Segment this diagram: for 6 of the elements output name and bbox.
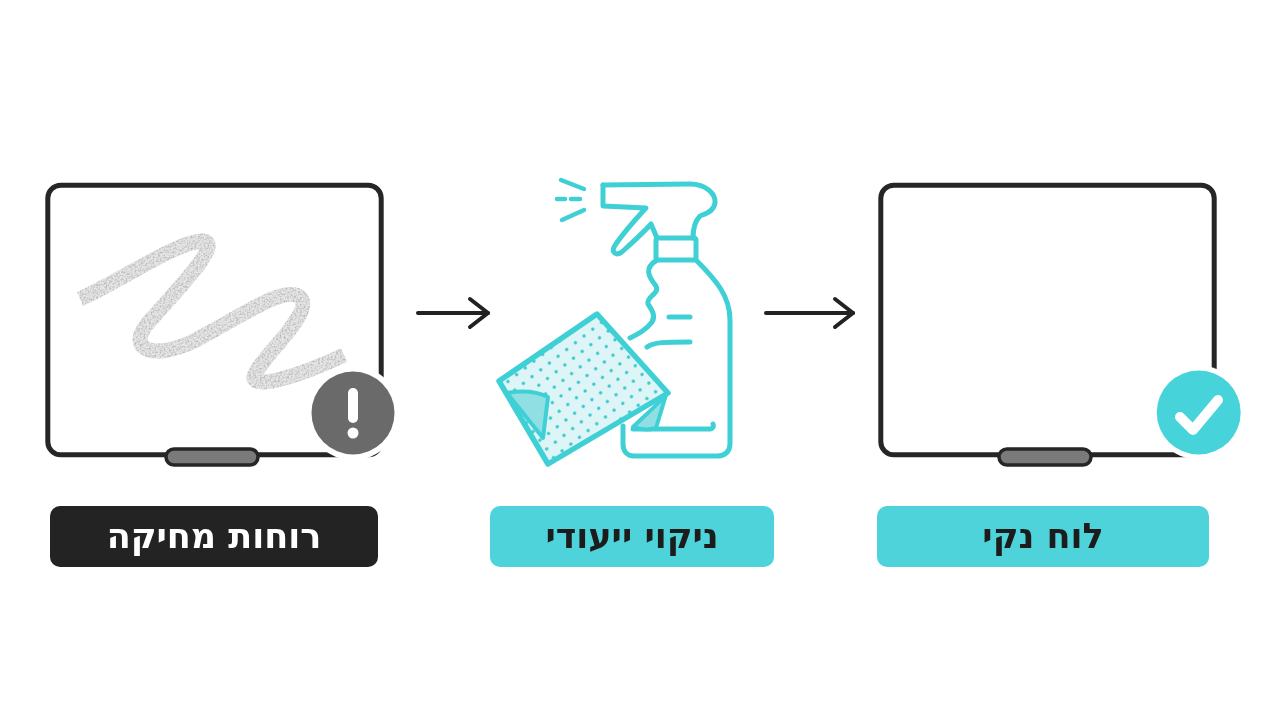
step-label: לוח נקי: [877, 506, 1209, 567]
arrow: [416, 297, 490, 329]
step-label: ניקוי ייעודי: [490, 506, 774, 567]
spray-bottle-and-cloth-illustration: [494, 176, 736, 468]
arrow: [764, 297, 855, 329]
step-label: רוחות מחיקה: [50, 506, 378, 567]
